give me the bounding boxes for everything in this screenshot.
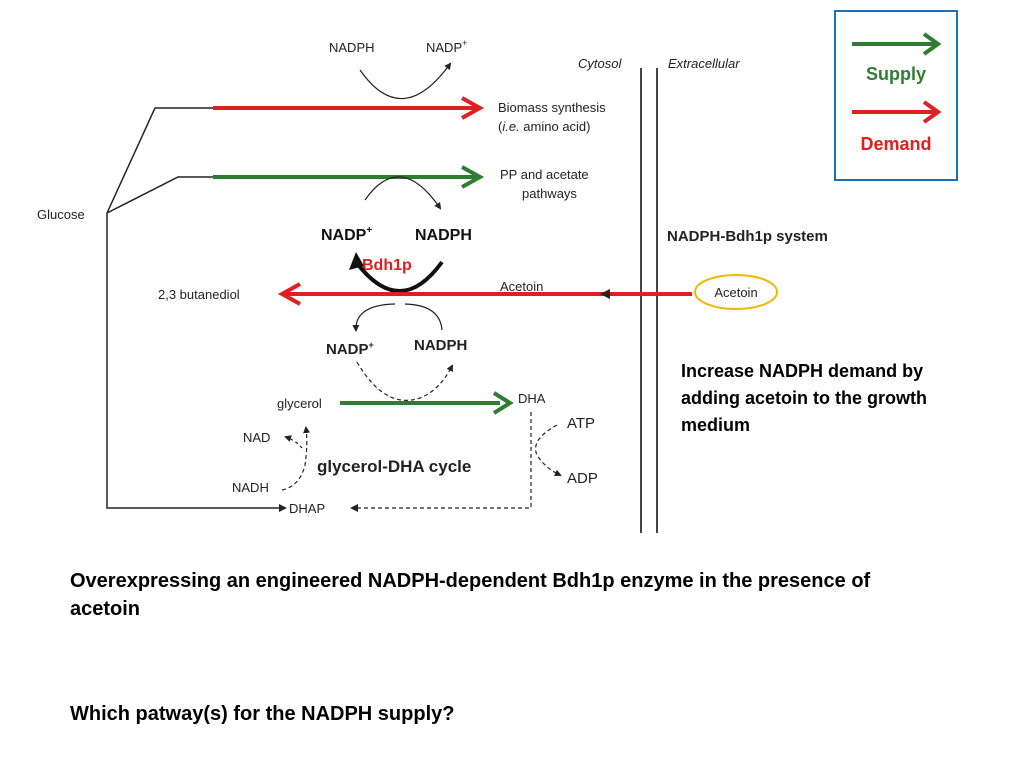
system-title: NADPH-Bdh1p system [667, 228, 828, 245]
nad-nadh-curve [281, 426, 311, 491]
top-cofactor-curve [359, 62, 452, 100]
lower-cofactor-curve-left [352, 303, 396, 332]
legend-arrows [852, 32, 942, 124]
dha-to-dhap-line [350, 412, 532, 512]
legend-box: Supply Demand [834, 10, 958, 181]
lower-nadph-label: NADPH [414, 337, 467, 354]
bdh-nadp-label: NADP+ [321, 225, 372, 244]
glucose-to-dhap-line [106, 213, 287, 512]
pp-cofactor-curve [364, 176, 442, 210]
enzyme-label: Bdh1p [362, 257, 412, 274]
legend-supply-arrowhead [922, 32, 942, 56]
pp-label-line2: pathways [522, 186, 577, 201]
pp-supply-arrowhead [461, 165, 485, 189]
glucose-label: Glucose [37, 207, 85, 222]
butanediol-label: 2,3 butanediol [158, 287, 240, 302]
glycerol-supply-arrowhead [492, 391, 514, 415]
nadh-label: NADH [232, 480, 269, 495]
biomass-demand-arrowhead [461, 96, 485, 120]
slide-question: Which patway(s) for the NADPH supply? [70, 703, 455, 725]
transport-arrowhead [600, 289, 610, 299]
acetoin-ext-ellipse [694, 274, 778, 310]
atp-label: ATP [567, 415, 595, 432]
adp-label: ADP [567, 470, 598, 487]
cytosol-label: Cytosol [578, 56, 622, 71]
acetoin-ext-label[interactable]: Acetoin [714, 285, 757, 300]
bdh-cofactor-curve [354, 260, 444, 293]
top-nadph-label: NADPH [329, 40, 375, 55]
nad-out-arrow [284, 435, 303, 449]
glucose-to-pp-line [106, 176, 215, 214]
glycerol-label: glycerol [277, 396, 322, 411]
atp-adp-curve [535, 424, 562, 477]
dhap-label: DHAP [289, 501, 325, 516]
legend-demand-arrowhead [922, 100, 942, 124]
glycerol-cofactor-curve [356, 361, 453, 401]
acetoin-demand-arrowhead [277, 282, 301, 306]
lower-cofactor-curve-right [404, 303, 443, 331]
pp-label-line1: PP and acetate [500, 167, 589, 182]
acetoin-note: Increase NADPH demand by adding acetoin … [681, 361, 927, 435]
biomass-label-line2: (i.e. amino acid) [498, 119, 591, 134]
bdh-nadph-label: NADPH [415, 227, 472, 244]
glucose-to-biomass-line [106, 107, 215, 214]
acetoin-inner-label: Acetoin [500, 279, 543, 294]
top-nadp-label: NADP+ [426, 38, 467, 55]
legend-demand-label: Demand [860, 134, 932, 154]
slide-caption: Overexpressing an engineered NADPH-depen… [70, 570, 871, 620]
biomass-label-line1: Biomass synthesis [498, 100, 606, 115]
legend-supply-label: Supply [865, 64, 926, 84]
bdh-cofactor-arrowhead [349, 252, 364, 270]
lower-nadp-label: NADP+ [326, 340, 374, 358]
dha-label: DHA [518, 391, 546, 406]
extracellular-label: Extracellular [668, 56, 740, 71]
cycle-label: glycerol-DHA cycle [317, 457, 471, 476]
nad-label: NAD [243, 430, 270, 445]
